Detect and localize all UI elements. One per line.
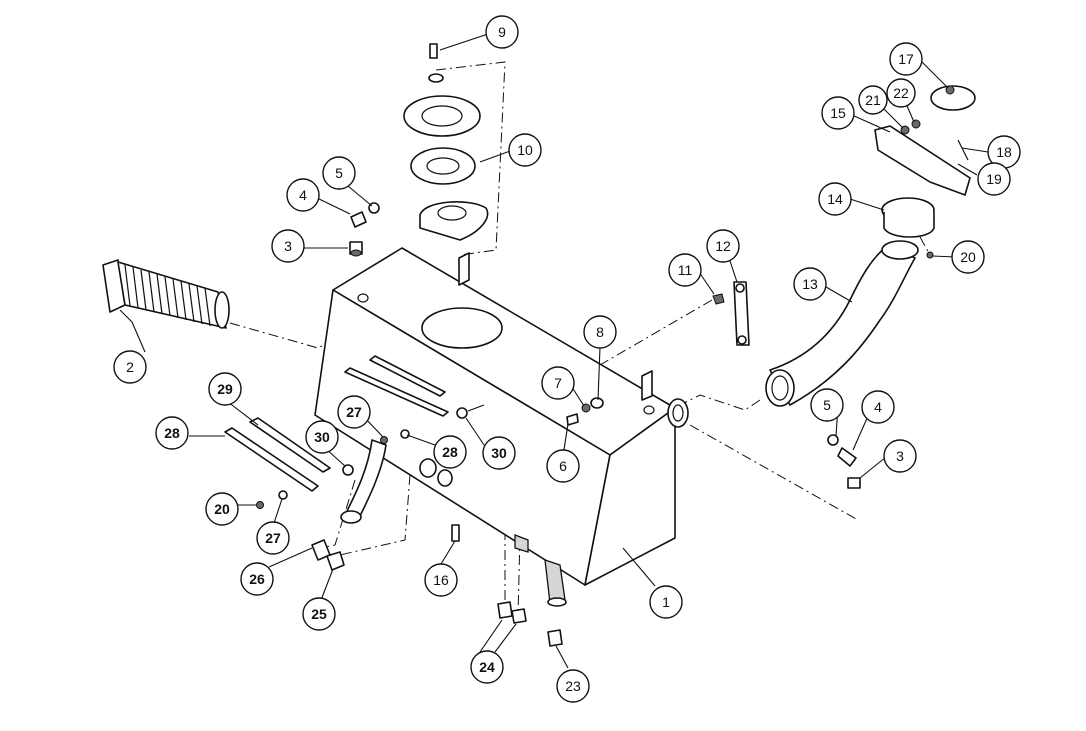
leader-lines: [119, 32, 989, 669]
callout-label: 7: [554, 375, 562, 391]
callout-3-left: 3: [271, 229, 305, 263]
callout-11: 11: [668, 253, 702, 287]
mounting-straps: [224, 404, 485, 509]
fuel-tank: [314, 247, 689, 607]
callout-label: 29: [217, 381, 233, 397]
filler-neck-assembly: [765, 85, 976, 407]
callout-16: 16: [424, 563, 458, 597]
tank-hardware: [566, 397, 604, 426]
callout-12: 12: [706, 229, 740, 263]
callout-13: 13: [793, 267, 827, 301]
callout-label: 9: [498, 24, 506, 40]
callout-19: 19: [977, 162, 1011, 196]
callout-30-right: 30: [482, 436, 516, 470]
callout-label: 2: [126, 359, 134, 375]
callout-5-left: 5: [322, 156, 356, 190]
callout-7: 7: [541, 366, 575, 400]
callout-17: 17: [889, 42, 923, 76]
callout-29: 29: [208, 372, 242, 406]
strainer-filter: [102, 259, 230, 329]
callout-label: 30: [491, 445, 507, 461]
callout-label: 12: [715, 238, 731, 254]
callout-label: 10: [517, 142, 533, 158]
callout-label: 16: [433, 572, 449, 588]
callout-25: 25: [302, 597, 336, 631]
callout-label: 30: [314, 429, 330, 445]
callout-label: 6: [559, 458, 567, 474]
callout-label: 23: [565, 678, 581, 694]
callout-label: 4: [874, 399, 882, 415]
callout-27-left: 27: [256, 521, 290, 555]
lower-fittings: [311, 524, 563, 647]
callout-27-right: 27: [337, 395, 371, 429]
callout-5-right: 5: [810, 388, 844, 422]
callout-10: 10: [508, 133, 542, 167]
callout-label: 19: [986, 171, 1002, 187]
callout-23: 23: [556, 669, 590, 703]
callout-label: 5: [823, 397, 831, 413]
callout-label: 4: [299, 187, 307, 203]
callout-label: 18: [996, 144, 1012, 160]
callout-label: 14: [827, 191, 843, 207]
callout-1: 1: [649, 585, 683, 619]
callout-21: 21: [858, 85, 888, 115]
callout-6: 6: [546, 449, 580, 483]
callout-15: 15: [821, 96, 855, 130]
filler-cap-assembly: [403, 43, 489, 241]
callout-label: 20: [960, 249, 976, 265]
callout-label: 20: [214, 501, 230, 517]
callout-22: 22: [886, 78, 916, 108]
callout-label: 21: [865, 92, 881, 108]
callout-26: 26: [240, 562, 274, 596]
callout-14: 14: [818, 182, 852, 216]
callout-2: 2: [113, 350, 147, 384]
callout-24: 24: [470, 650, 504, 684]
callout-4-left: 4: [286, 178, 320, 212]
callout-4-right: 4: [861, 390, 895, 424]
callout-label: 24: [479, 659, 495, 675]
callout-label: 1: [662, 594, 670, 610]
callout-label: 3: [284, 238, 292, 254]
vent-fitting-right: [827, 434, 861, 489]
callout-label: 5: [335, 165, 343, 181]
callout-label: 27: [265, 530, 281, 546]
callout-label: 3: [896, 448, 904, 464]
callout-label: 27: [346, 404, 362, 420]
callout-label: 13: [802, 276, 818, 292]
callout-label: 8: [596, 324, 604, 340]
callout-label: 26: [249, 571, 265, 587]
callout-28-left: 28: [155, 416, 189, 450]
callout-label: 17: [898, 51, 914, 67]
callout-label: 22: [893, 85, 909, 101]
callout-label: 28: [164, 425, 180, 441]
vent-fitting-left: [349, 202, 380, 257]
callout-20-right: 20: [951, 240, 985, 274]
callout-28-right: 28: [433, 435, 467, 469]
callout-20-left: 20: [205, 492, 239, 526]
callout-3-right: 3: [883, 439, 917, 473]
callout-9: 9: [485, 15, 519, 49]
callout-label: 28: [442, 444, 458, 460]
strap-12: [712, 281, 750, 346]
callout-label: 25: [311, 606, 327, 622]
callout-8: 8: [583, 315, 617, 349]
callout-label: 11: [678, 262, 693, 278]
callout-18: 18: [987, 135, 1021, 169]
callout-30-left: 30: [305, 420, 339, 454]
callout-label: 15: [830, 105, 846, 121]
